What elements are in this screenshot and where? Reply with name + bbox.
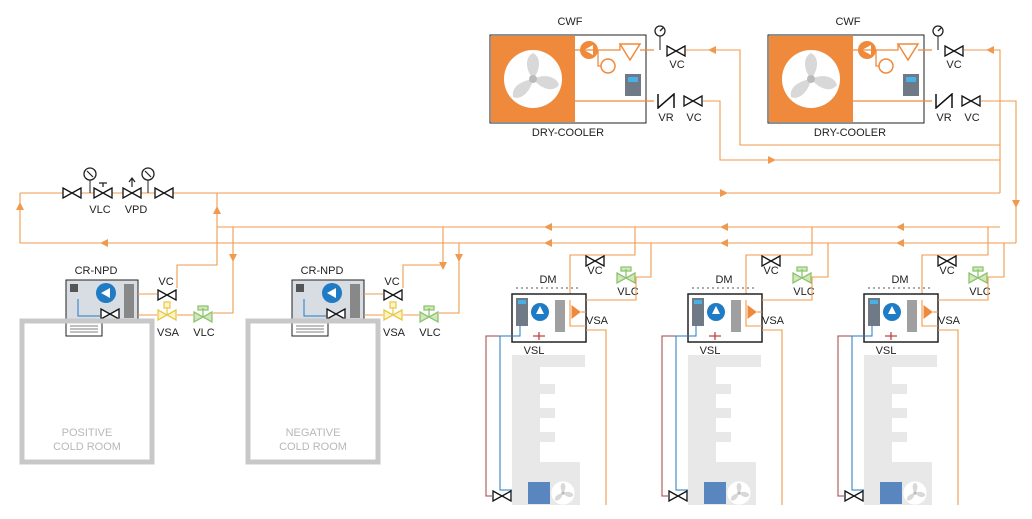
display-unit-3-vlc-valve-icon[interactable] <box>968 266 988 284</box>
main-valve-2-icon[interactable] <box>154 187 174 199</box>
cold-unit-2-vlc-valve-icon[interactable] <box>419 305 439 323</box>
dry-cooler-2-label: DRY-COOLER <box>814 127 886 139</box>
dry-cooler-1-vc-label: VC <box>669 59 684 71</box>
display-unit-3-vlc-label: VLC <box>969 286 990 298</box>
display-unit-1-exchanger-icon <box>555 300 565 332</box>
cold-unit-1-vsa-label: VSA <box>157 327 180 339</box>
vlc-valve-icon[interactable] <box>93 187 113 199</box>
dry-cooler-1: CWF DRY-COOLER VC VR VC <box>489 16 703 139</box>
positive-cold-room <box>19 318 155 465</box>
display-unit-1-motor-icon <box>528 482 550 504</box>
cold-unit-2-vsa-label: VSA <box>383 327 406 339</box>
display-unit-2-vlc-label: VLC <box>793 286 814 298</box>
positive-cold-room-line2: COLD ROOM <box>53 441 121 453</box>
dry-cooler-2-filter-icon <box>896 43 920 62</box>
display-unit-3-bottom-valve-icon[interactable] <box>844 490 864 502</box>
display-unit-3-vsl-label: VSL <box>876 345 897 357</box>
display-unit-2: DM VC VLC VSA VSL <box>661 255 815 505</box>
dry-cooler-2: CWF DRY-COOLER VC VR VC <box>767 16 981 139</box>
display-unit-3-exchanger-icon <box>907 300 917 332</box>
display-unit-3-dm-label: DM <box>891 274 908 286</box>
main-vlc-label: VLC <box>89 204 110 216</box>
display-unit-1-bottom-valve-icon[interactable] <box>492 490 512 502</box>
display-unit-1: DM VC VLC VSA VSL <box>485 255 639 505</box>
dry-cooler-2-vr-check-icon[interactable] <box>935 93 953 109</box>
cold-room-unit-1: CR-NPD VC VSA VLC POSITIVE COLD ROOM <box>19 265 215 465</box>
display-unit-2-vc-label: VC <box>763 265 778 277</box>
dry-cooler-1-label: DRY-COOLER <box>532 127 604 139</box>
cold-unit-2-label: CR-NPD <box>301 265 344 277</box>
cold-room-unit-2: CR-NPD VC VSA VLC NEGATIVE COLD ROOM <box>245 265 441 465</box>
cold-unit-1-vlc-label: VLC <box>193 327 214 339</box>
cold-unit-2-vlc-label: VLC <box>419 327 440 339</box>
cold-unit-1-vsa-valve-icon[interactable] <box>157 301 177 321</box>
dry-cooler-2-vr-label: VR <box>936 112 951 124</box>
cold-unit-1-exchanger-icon <box>124 284 134 318</box>
cold-unit-2-vc-valve-icon[interactable] <box>383 289 403 301</box>
dry-cooler-1-vc2-valve-icon[interactable] <box>683 95 703 107</box>
display-unit-1-vsl-label: VSL <box>524 345 545 357</box>
display-unit-2-bottom-valve-icon[interactable] <box>668 490 688 502</box>
display-unit-1-vlc-label: VLC <box>617 286 638 298</box>
display-unit-2-vsl-label: VSL <box>700 345 721 357</box>
dry-cooler-1-fan-icon <box>504 50 562 108</box>
display-unit-1-vc-label: VC <box>587 265 602 277</box>
dry-cooler-1-vr-label: VR <box>658 112 673 124</box>
display-unit-2-vlc-valve-icon[interactable] <box>792 266 812 284</box>
cold-unit-1-vc-valve-icon[interactable] <box>157 289 177 301</box>
cold-unit-1-vlc-valve-icon[interactable] <box>193 305 213 323</box>
display-unit-2-cabinet <box>688 355 761 505</box>
dry-cooler-2-vc2-label: VC <box>964 112 979 124</box>
display-unit-3-vc-label: VC <box>939 265 954 277</box>
cold-unit-2-exchanger-icon <box>350 284 360 318</box>
cold-unit-2-vsa-valve-icon[interactable] <box>383 301 403 321</box>
display-unit-3-vsa-label: VSA <box>938 315 961 327</box>
negative-cold-room <box>245 318 381 465</box>
dry-cooler-1-filter-icon <box>618 43 642 62</box>
main-line-valves: VLC VPD <box>62 167 174 216</box>
dry-cooler-2-vc-valve-icon[interactable] <box>944 45 964 57</box>
cold-unit-1-label: CR-NPD <box>75 265 118 277</box>
cold-unit-1-vc-label: VC <box>158 276 173 288</box>
display-unit-1-vlc-valve-icon[interactable] <box>616 266 636 284</box>
display-unit-2-motor-icon <box>704 482 726 504</box>
positive-cold-room-line1: POSITIVE <box>62 427 113 439</box>
display-unit-3-fan-icon <box>903 481 927 505</box>
cold-unit-2-vc-label: VC <box>384 276 399 288</box>
display-unit-3-motor-icon <box>880 482 902 504</box>
dry-cooler-2-fan-icon <box>782 50 840 108</box>
water-piping <box>16 46 1020 314</box>
dry-cooler-1-vr-check-icon[interactable] <box>657 93 675 109</box>
display-unit-2-exchanger-icon <box>731 300 741 332</box>
dry-cooler-2-cwf-label: CWF <box>835 16 860 28</box>
main-vpd-label: VPD <box>125 204 148 216</box>
display-unit-2-dm-label: DM <box>715 274 732 286</box>
dry-cooler-1-vc-valve-icon[interactable] <box>666 45 686 57</box>
dry-cooler-2-vc-label: VC <box>946 59 961 71</box>
display-unit-1-fan-icon <box>551 481 575 505</box>
dry-cooler-2-vc2-valve-icon[interactable] <box>961 95 981 107</box>
display-unit-connectors <box>569 276 992 505</box>
display-unit-3-cabinet <box>864 355 937 505</box>
main-valve-1-icon[interactable] <box>62 187 82 199</box>
vpd-valve-icon[interactable] <box>122 187 142 199</box>
display-unit-1-cabinet <box>512 355 585 505</box>
dry-cooler-1-cwf-label: CWF <box>557 16 582 28</box>
display-unit-1-vsa-label: VSA <box>586 315 609 327</box>
display-unit-2-fan-icon <box>727 481 751 505</box>
negative-cold-room-line2: COLD ROOM <box>279 441 347 453</box>
display-unit-3: DM VC VLC VSA VSL <box>837 255 991 505</box>
display-unit-2-vsa-label: VSA <box>762 315 785 327</box>
negative-cold-room-line1: NEGATIVE <box>286 427 341 439</box>
display-unit-1-dm-label: DM <box>539 274 556 286</box>
dry-cooler-1-vc2-label: VC <box>686 112 701 124</box>
